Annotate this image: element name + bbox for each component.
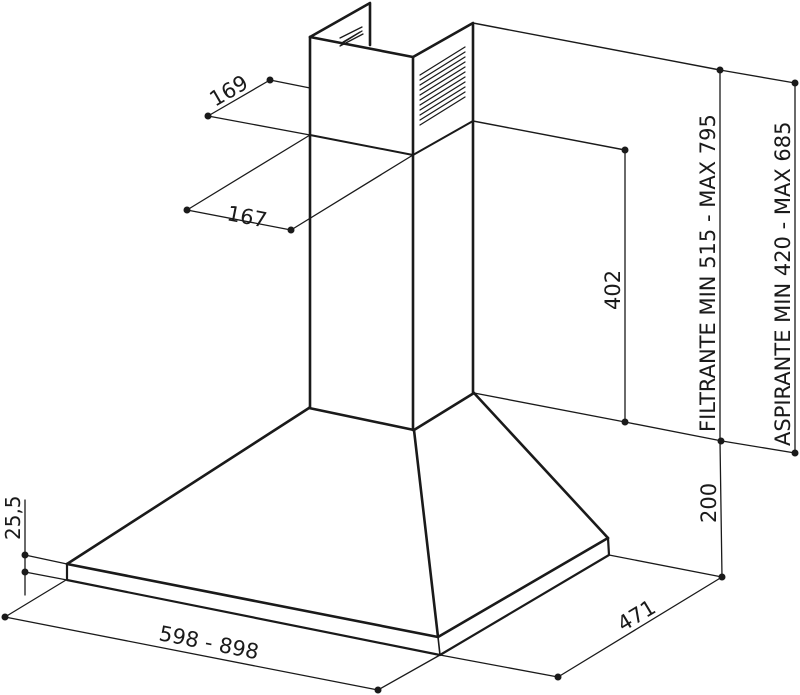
dim-aspirante-label: ASPIRANTE MIN 420 - MAX 685 [771,122,795,446]
dim-filtrante-label: FILTRANTE MIN 515 - MAX 795 [696,114,720,432]
hood-canopy [65,391,723,657]
dim-width-label: 598 - 898 [157,621,261,664]
duct-joint [309,120,626,156]
dimension-dots [1,66,799,694]
dim-200-label: 200 [697,483,721,523]
dim-471-label: 471 [613,595,660,636]
dimension-lines [4,69,796,691]
dim-167-label: 167 [225,201,269,232]
chimney-upper [308,1,721,432]
dim-402-label: 402 [601,270,625,310]
dim-169-label: 169 [206,70,253,111]
vent-grille-icon [339,26,466,126]
dim-25-5-label: 25,5 [1,495,25,540]
